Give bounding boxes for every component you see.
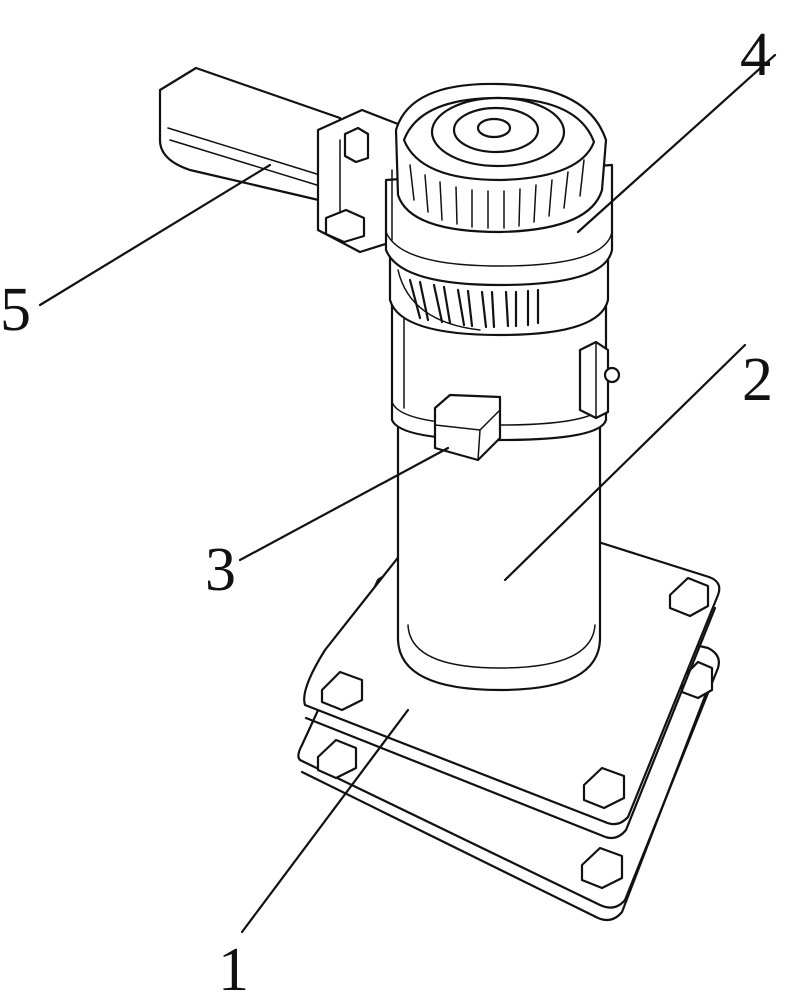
label-3: 3 — [205, 536, 236, 604]
leader-lines — [38, 53, 777, 934]
label-5: 5 — [0, 276, 31, 344]
head — [384, 82, 614, 287]
leader-line-2 — [503, 343, 747, 582]
lower-foot — [580, 846, 624, 890]
leader-line-4 — [576, 53, 777, 234]
leader-line-3 — [238, 446, 450, 562]
side-clip — [578, 340, 621, 420]
main-body — [390, 298, 608, 692]
handle-button — [343, 126, 370, 164]
label-2: 2 — [742, 346, 773, 414]
switch-block — [433, 393, 502, 462]
label-1: 1 — [218, 936, 249, 1000]
label-4: 4 — [740, 21, 771, 89]
upper-foot — [668, 576, 710, 618]
leader-line-5 — [38, 163, 272, 307]
lower-foot — [316, 738, 358, 780]
upper-foot — [582, 766, 626, 810]
upper-foot — [320, 670, 364, 712]
handle — [158, 66, 400, 254]
leader-line-1 — [240, 708, 410, 934]
